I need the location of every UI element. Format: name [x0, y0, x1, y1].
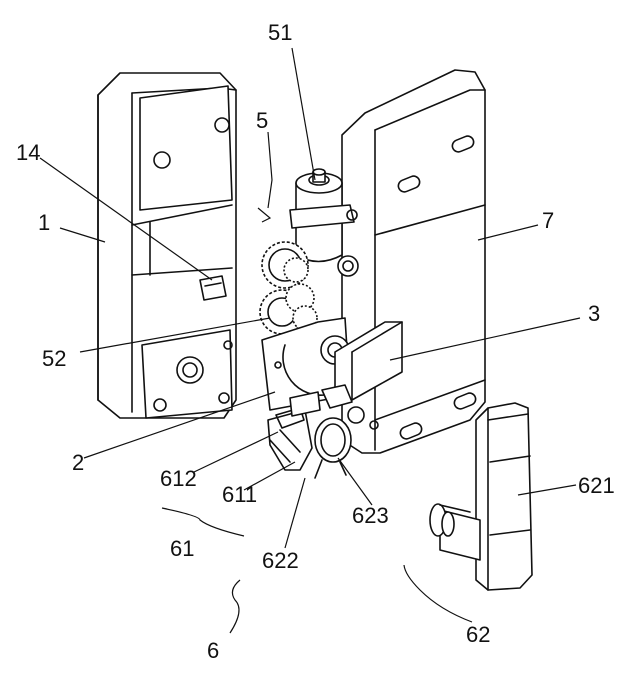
label-7: 7 — [542, 208, 555, 233]
label-621: 621 — [578, 473, 615, 498]
label-612: 612 — [160, 466, 197, 491]
label-611: 611 — [222, 482, 258, 507]
label-623: 623 — [352, 503, 389, 528]
label-14: 14 — [16, 140, 41, 165]
label-62: 62 — [466, 622, 491, 647]
label-61: 61 — [170, 536, 195, 561]
lever-plate — [261, 317, 351, 411]
lock-core — [267, 391, 321, 471]
label-1: 1 — [38, 210, 51, 235]
spring-ring — [314, 406, 379, 479]
gear-train — [259, 241, 318, 335]
label-52: 52 — [42, 346, 67, 371]
label-6: 6 — [207, 638, 220, 663]
bolt — [321, 321, 403, 409]
label-3: 3 — [588, 301, 601, 326]
left-housing — [97, 72, 237, 419]
label-5: 5 — [256, 108, 269, 133]
motor — [289, 168, 359, 277]
leader-lines — [39, 47, 581, 634]
label-2: 2 — [72, 450, 85, 475]
right-housing — [341, 69, 486, 454]
label-622: 622 — [262, 548, 299, 573]
label-51: 51 — [268, 20, 293, 45]
handle — [429, 402, 533, 591]
